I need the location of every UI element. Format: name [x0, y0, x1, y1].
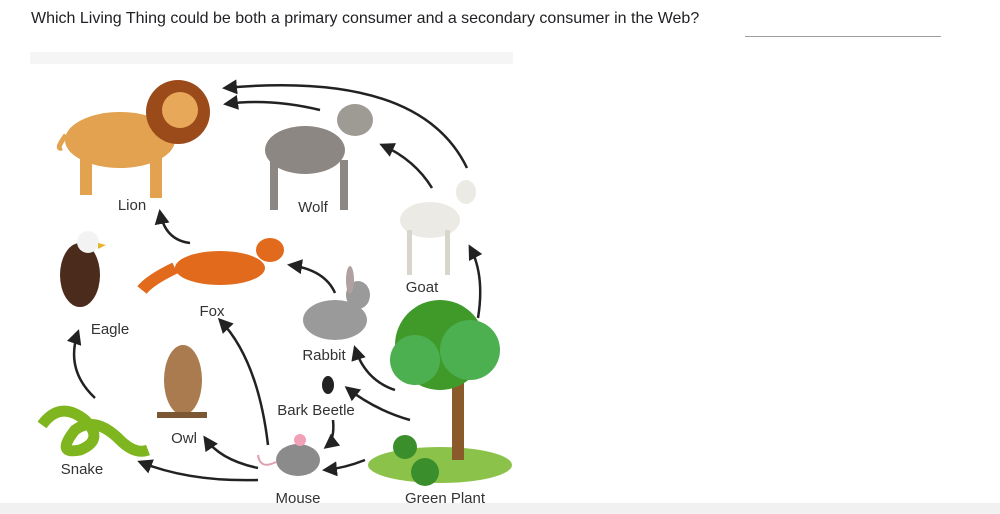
label-fox: Fox [199, 303, 225, 320]
energy-arrows [67, 79, 483, 482]
answer-input[interactable] [745, 14, 941, 37]
arrow-goat-to-lion [222, 79, 469, 169]
label-goat: Goat [406, 279, 439, 296]
eagle-illustration [60, 231, 106, 307]
arrow-plant-to-goat [468, 244, 483, 319]
bark-beetle-illustration [322, 376, 334, 394]
mouse-illustration [257, 434, 320, 476]
arrow-mouse-to-fox [217, 317, 270, 446]
green-plant-illustration [368, 300, 512, 486]
label-owl: Owl [171, 430, 197, 447]
arrow-goat-to-wolf [379, 143, 434, 189]
label-lion: Lion [118, 197, 146, 214]
arrow-mouse-to-owl [203, 435, 259, 470]
label-eagle: Eagle [91, 321, 129, 338]
lion-illustration [56, 80, 210, 198]
owl-illustration [157, 345, 207, 418]
snake-illustration [37, 405, 150, 457]
fox-illustration [137, 238, 284, 294]
arrow-mouse-to-snake [137, 459, 259, 482]
arrow-wolf-to-lion [223, 94, 321, 112]
label-snake: Snake [61, 461, 104, 478]
label-rabbit: Rabbit [302, 347, 346, 364]
arrow-plant-to-rabbit [351, 345, 396, 392]
label-mouse: Mouse [275, 490, 320, 507]
label-green-plant: Green Plant [405, 490, 486, 507]
arrow-beetle-to-mouse [323, 419, 341, 449]
arrow-plant-to-beetle [344, 386, 411, 422]
question-text: Which Living Thing could be both a prima… [31, 10, 700, 27]
bottom-bar [0, 503, 1000, 514]
arrow-fox-to-lion [154, 209, 191, 245]
arrow-plant-to-mouse [322, 458, 366, 477]
goat-illustration [400, 180, 476, 275]
rabbit-illustration [303, 266, 370, 340]
arrow-snake-to-eagle [67, 329, 96, 399]
arrow-rabbit-to-fox [287, 259, 337, 294]
label-wolf: Wolf [298, 199, 329, 216]
label-bark-beetle: Bark Beetle [277, 402, 355, 419]
wolf-illustration [265, 104, 373, 210]
